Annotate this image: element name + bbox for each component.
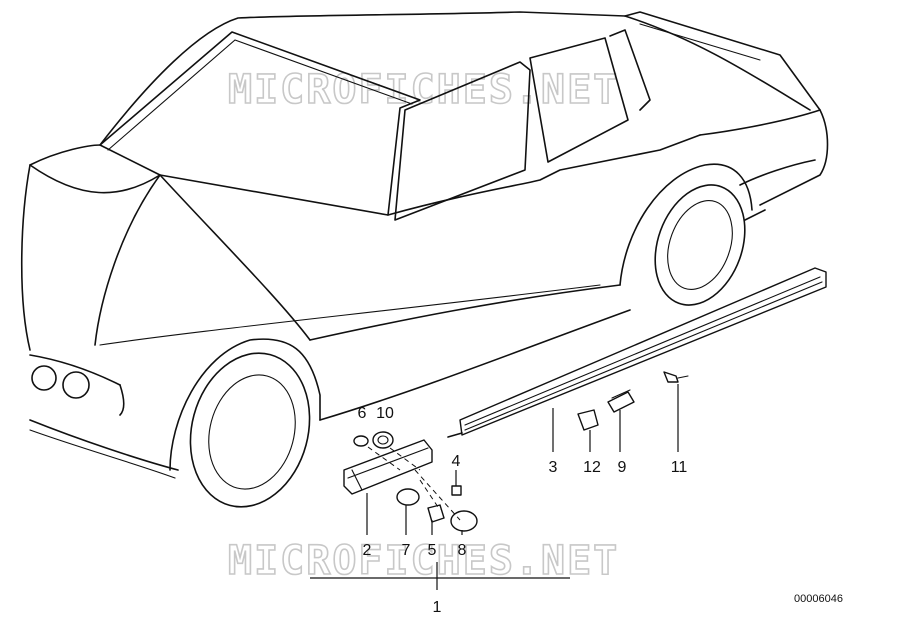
callout-6: 6 bbox=[358, 405, 367, 422]
callout-1: 1 bbox=[433, 599, 442, 616]
watermark-top: MICROFICHES.NET bbox=[228, 67, 619, 113]
watermark-bottom: MICROFICHES.NET bbox=[228, 538, 619, 584]
car-outline bbox=[20, 11, 829, 508]
callout-5: 5 bbox=[428, 542, 437, 559]
callout-labels: 1 2 3 4 5 6 7 8 9 10 11 12 bbox=[358, 405, 688, 616]
callout-11: 11 bbox=[671, 459, 688, 476]
callout-10: 10 bbox=[376, 405, 394, 422]
callout-4: 4 bbox=[452, 453, 461, 470]
callout-8: 8 bbox=[458, 542, 467, 559]
assembly-lines bbox=[367, 446, 461, 521]
callout-7: 7 bbox=[402, 542, 411, 559]
callout-2: 2 bbox=[363, 542, 372, 559]
fasteners bbox=[353, 371, 689, 532]
front-trim-part-2 bbox=[343, 439, 433, 495]
callout-3: 3 bbox=[549, 459, 558, 476]
drawing-number: 00006046 bbox=[794, 593, 843, 605]
leader-lines bbox=[310, 384, 679, 590]
callout-12: 12 bbox=[583, 459, 601, 476]
callout-9: 9 bbox=[618, 459, 627, 476]
rocker-panel-part-3 bbox=[447, 267, 827, 438]
